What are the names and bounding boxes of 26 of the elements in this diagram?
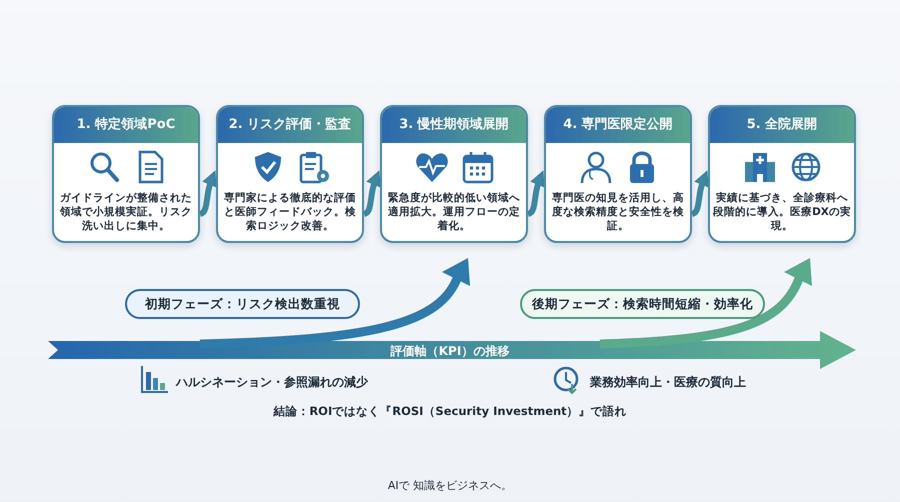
curved-arrow [198, 170, 217, 217]
card-title: 1. 特定領域PoC [54, 107, 198, 143]
card-title: 3. 慢性期領域展開 [382, 107, 526, 143]
curved-arrow [362, 170, 381, 217]
curved-arrow [526, 170, 545, 217]
conclusion-text: 結論：ROIではなく『ROSI（Security Investment）』で語れ [273, 404, 627, 419]
phase-card [708, 105, 856, 243]
phase-pill: 後期フェーズ：検索時間短縮・効率化 [520, 289, 765, 319]
phase-card [216, 105, 364, 243]
card-text: 緊急度が比較的低い領域へ適用拡大。運用フローの定着化。 [387, 191, 521, 233]
card-text: ガイドラインが整備された領域で小規模実証。リスク洗い出しに集中。 [58, 191, 193, 233]
phase-pill: 初期フェーズ：リスク検出数重視 [125, 289, 360, 319]
card-text: 専門家による徹底的な評価と医師フィードバック。検索ロジック改善。 [223, 191, 357, 233]
phase-card [544, 105, 692, 243]
curved-arrow [690, 170, 709, 217]
axis-label: 評価軸（KPI）の推移 [390, 343, 510, 360]
phase-card [380, 105, 528, 243]
card-title: 2. リスク評価・監査 [218, 107, 362, 143]
phase-card [52, 105, 200, 243]
card-title: 4. 専門医限定公開 [546, 107, 690, 143]
card-title: 5. 全院展開 [710, 107, 854, 143]
kpi-note: ハルシネーション・参照漏れの減少 [176, 374, 368, 391]
card-text: 実績に基づき、全診療科へ段階的に導入。医療DXの実現。 [713, 191, 851, 233]
tagline: AIで 知識をビジネスへ。 [388, 478, 512, 493]
kpi-note: 業務効率向上・医療の質向上 [590, 374, 746, 391]
card-text: 専門医の知見を活用し、高度な検索精度と安全性を検証。 [551, 191, 685, 233]
